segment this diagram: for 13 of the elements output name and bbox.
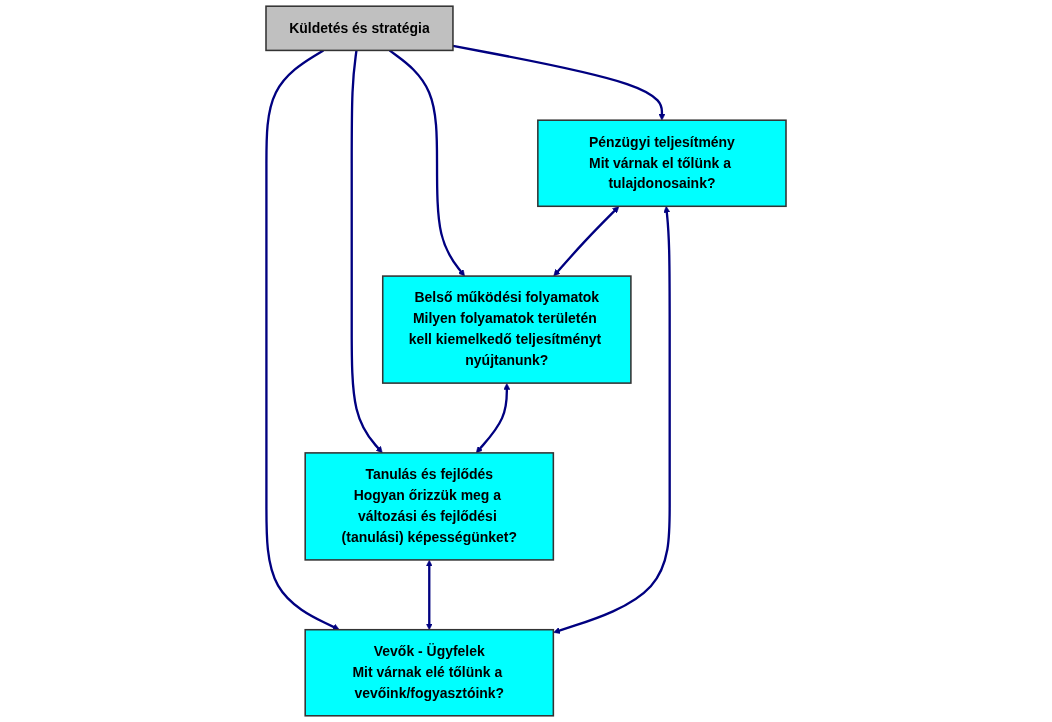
node-box: Tanulás és fejlődés Hogyan őrizzük meg a változási és fejlődési (tanulási) képességünket? (304, 452, 555, 561)
node-box: Vevők - Ügyfelek Mit várnak elé tőlünk a vevőink/fogyasztóink? (304, 628, 555, 717)
node-box: Belső működési folyamatok Milyen folyamatok területén kell kiemelkedő teljesítményt nyújtanunk? (381, 275, 632, 384)
arrow (350, 50, 383, 454)
arrow (553, 206, 671, 634)
node-box: Küldetés és stratégia (265, 5, 454, 52)
arrow (388, 49, 465, 277)
arrow (265, 49, 340, 631)
arrow (425, 559, 433, 630)
arrow (475, 383, 511, 454)
arrow (553, 206, 620, 277)
node-box: Pénzügyi teljesítmény Mit várnak el tőlünk a tulajdonosaink? (537, 119, 787, 208)
arrow (452, 44, 666, 121)
